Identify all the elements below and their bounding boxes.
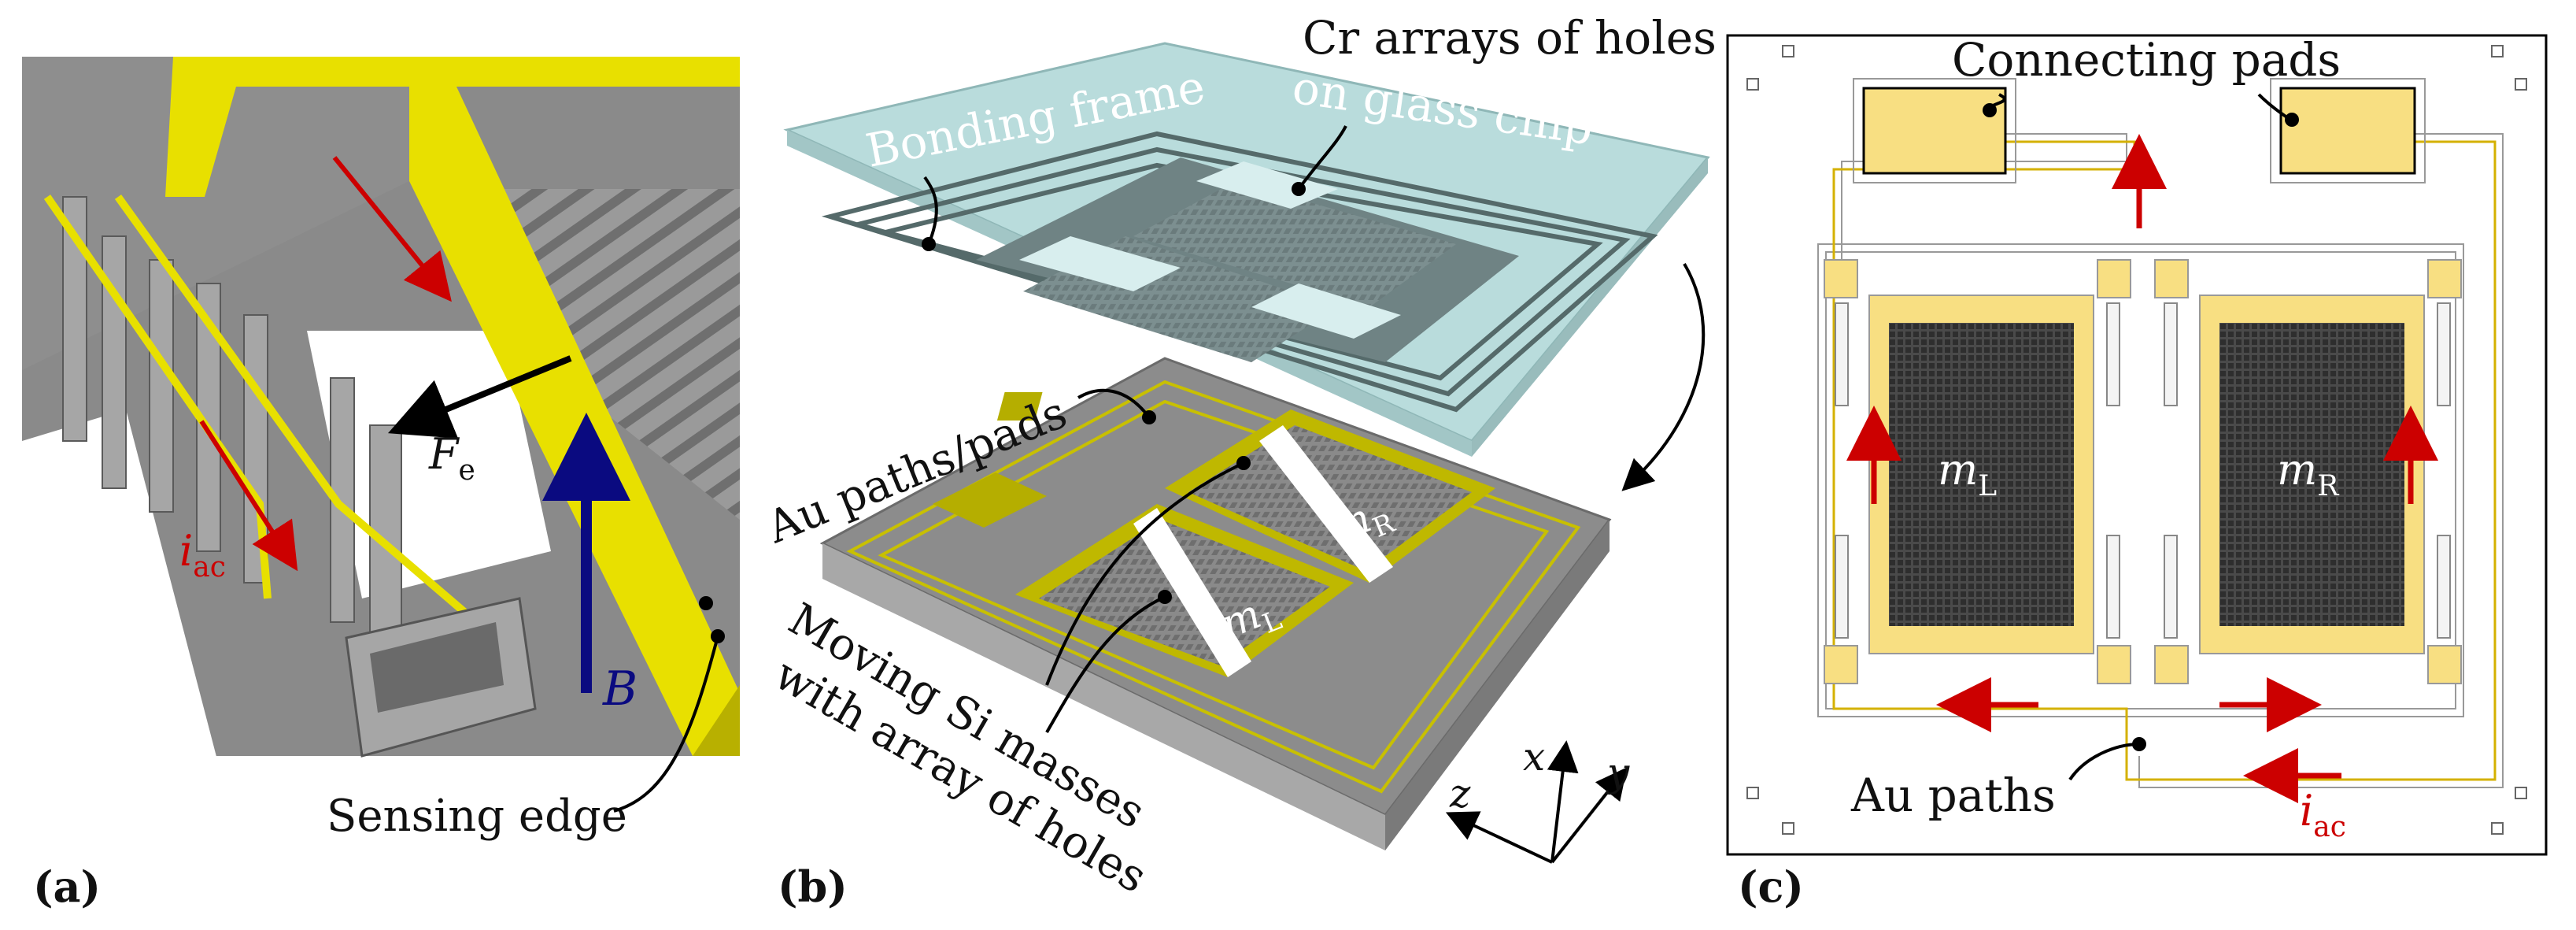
panel-c-springs bbox=[1835, 302, 2451, 639]
panel-c-corner-marks bbox=[1746, 45, 2527, 835]
panel-b-assembly-arrow bbox=[1621, 262, 1706, 491]
panel-c-pad-left bbox=[1862, 87, 2007, 175]
panel-c-tag: (c) bbox=[1738, 861, 1804, 912]
panel-c: mL mR Connecting pads Au paths iac (c) bbox=[1726, 33, 2548, 912]
panel-b-cr-holes-right bbox=[1133, 181, 1456, 307]
panel-c-mass-left bbox=[1889, 323, 2074, 626]
panel-c-au-path-outlines bbox=[1817, 133, 2504, 788]
panel-a-label-sensing-edge: Sensing edge bbox=[327, 791, 627, 842]
panel-c-pad-right bbox=[2279, 87, 2416, 175]
panel-c-label-mr: mR bbox=[2277, 445, 2339, 502]
panel-b-axis-y: y bbox=[1606, 750, 1630, 795]
panel-a: Fe iac B Sensing edge (a) bbox=[22, 57, 740, 912]
panel-c-label-ml: mL bbox=[1938, 445, 1997, 502]
panel-a-current-arrow-top bbox=[332, 156, 452, 302]
panel-c-label-pads: Connecting pads bbox=[1952, 33, 2341, 87]
panel-c-current-arrows bbox=[1846, 134, 2438, 803]
panel-a-label-b: B bbox=[602, 661, 638, 717]
panel-a-force-arrow bbox=[387, 355, 572, 439]
panel-b-label-cr-1: Cr arrays of holes bbox=[1303, 11, 1717, 65]
panel-a-gold-frame-top bbox=[165, 57, 740, 197]
panel-c-anchor-pads bbox=[1824, 259, 2462, 684]
panel-b-axis-x: x bbox=[1523, 734, 1545, 780]
panel-a-sensing-leader bbox=[613, 635, 719, 813]
panel-c-label-au-paths: Au paths bbox=[1850, 769, 2056, 822]
panel-b-au-pad-small bbox=[996, 392, 1043, 421]
panel-b-axes bbox=[1445, 740, 1628, 864]
panel-b-tag: (b) bbox=[778, 861, 848, 912]
panel-b-au-pad-large bbox=[933, 472, 1047, 528]
panel-b: mL mR Bonding frame Cr arrays of holes o… bbox=[759, 11, 1717, 912]
panel-a-gold-rail-2 bbox=[114, 195, 507, 649]
panel-b-au-paths bbox=[846, 380, 1581, 794]
panel-a-label-iac: iac bbox=[179, 526, 226, 584]
panel-c-mass-right bbox=[2219, 323, 2404, 626]
panel-a-tag: (a) bbox=[33, 861, 101, 912]
panel-a-cutout-left bbox=[22, 409, 220, 772]
panel-c-label-iac: iac bbox=[2300, 786, 2346, 843]
panel-a-current-arrow-bottom bbox=[199, 420, 298, 572]
panel-a-label-fe: Fe bbox=[428, 429, 475, 487]
panel-b-axis-z: z bbox=[1449, 771, 1471, 817]
